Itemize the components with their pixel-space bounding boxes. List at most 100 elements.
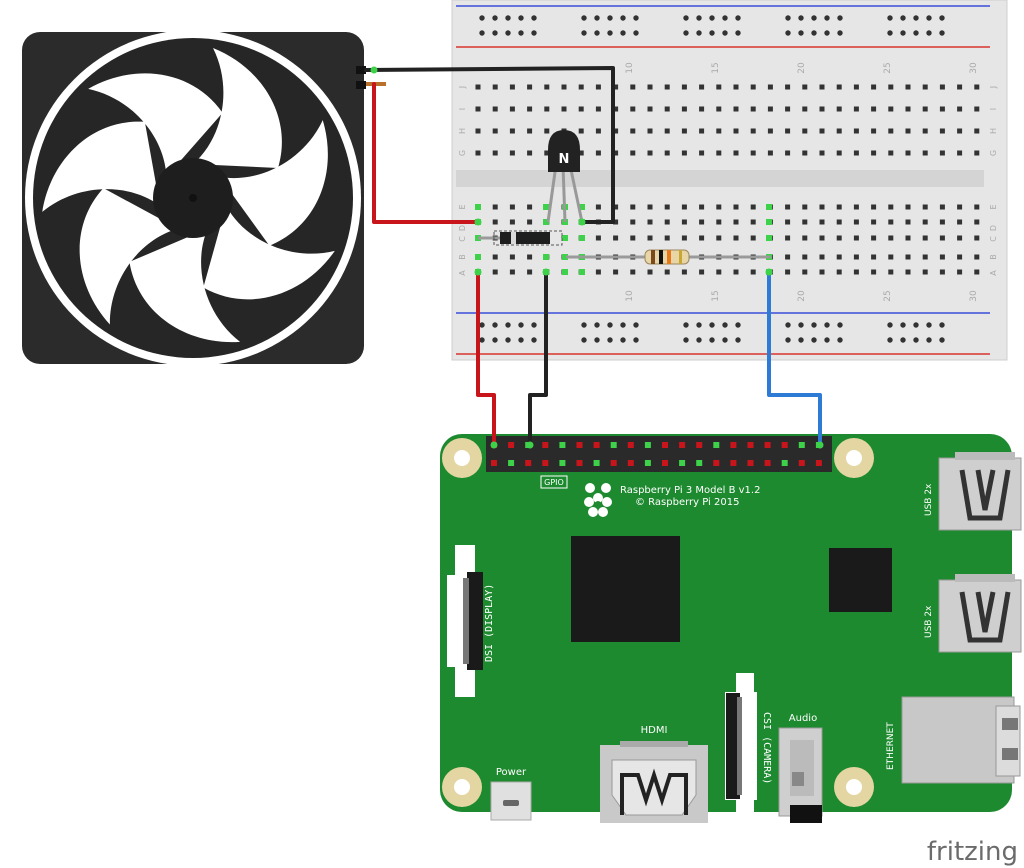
breadboard-hole [957,219,963,225]
rail-hole [531,322,537,328]
breadboard-hole [905,219,911,225]
center-channel [456,170,984,187]
rail-hole [887,15,893,21]
rail-hole [607,337,613,343]
rail-hole [798,337,804,343]
rail-hole [811,322,817,328]
ethernet-port [901,696,1021,784]
rail-hole [939,30,945,36]
rail-hole [900,322,906,328]
rail-hole [785,15,791,21]
breadboard-hole [957,150,963,156]
breadboard-hole [939,150,945,156]
csi-label: CSI (CAMERA) [761,712,772,784]
connected-hole [766,204,772,210]
diode [493,230,563,246]
npn-transistor: N [546,130,584,223]
col-number-top: 15 [711,62,721,73]
ethernet-label: ETHERNET [886,722,896,770]
breadboard-hole [733,150,739,156]
rail-hole [633,337,639,343]
rail-hole [594,322,600,328]
rail-hole [735,15,741,21]
connected-hole [766,219,772,225]
gpio-pin [593,460,600,466]
rail-hole [581,30,587,36]
breadboard-hole [664,106,670,112]
breadboard-hole [836,235,842,241]
row-letter: H [458,128,467,134]
col-number-top: 30 [969,62,979,74]
breadboard-hole [939,128,945,134]
gpio-pin [627,460,634,466]
breadboard-hole [595,235,601,241]
wire-endpoints [370,66,824,449]
gpio-pin [730,442,737,448]
rail-hole [531,337,537,343]
wire-fan-black [364,66,615,224]
rail-holes [479,15,945,343]
fan-blade [203,205,335,300]
breadboard-hole [750,150,756,156]
breadboard-hole [819,106,825,112]
row-letter-right: J [989,86,998,89]
row-letter-right: A [989,270,998,276]
breadboard-hole [630,269,636,275]
usb-port-2 [938,574,1022,653]
rail-hole [607,30,613,36]
breadboard-hole [819,269,825,275]
breadboard-hole [561,106,567,112]
breadboard-hole [819,150,825,156]
breadboard-hole [974,128,980,134]
breadboard-hole [957,204,963,210]
breadboard-hole [544,84,550,90]
breadboard-hole [750,204,756,210]
breadboard-hole [802,128,808,134]
rail-hole [492,337,498,343]
breadboard-hole [785,84,791,90]
breadboard-hole [750,235,756,241]
breadboard-hole [527,150,533,156]
breadboard-hole [527,84,533,90]
gpio-pin [781,442,788,448]
gpio-pin [662,442,668,448]
row-letter-right: D [989,225,998,231]
hdmi-label: HDMI [641,725,668,736]
fan-blade-shape [203,205,335,300]
rail-hole [900,337,906,343]
breadboard-hole [905,254,911,260]
breadboard-hole [492,269,498,275]
breadboard-hole [939,269,945,275]
breadboard-hole [802,219,808,225]
row-letter-right: G [989,150,998,156]
rail-hole [887,30,893,36]
breadboard-hole [819,128,825,134]
rail-hole [505,15,511,21]
breadboard-hole [871,219,877,225]
breadboard-hole [853,204,859,210]
breadboard-hole [509,219,515,225]
fan-blade [88,73,223,177]
connected-hole [475,204,481,210]
breadboard-hole [681,204,687,210]
rail-hole [824,337,830,343]
rail-hole [696,15,702,21]
gpio-label: GPIO [544,478,564,487]
breadboard-hole [681,106,687,112]
breadboard-hole [871,254,877,260]
gpio-pin [764,460,771,466]
breadboard-hole [750,128,756,134]
fan-blades [42,48,335,343]
breadboard-hole [613,204,619,210]
rail-hole [683,322,689,328]
rail-hole [837,337,843,343]
breadboard-hole [767,84,773,90]
breadboard-hole [681,219,687,225]
breadboard-hole [681,150,687,156]
breadboard-hole [544,106,550,112]
breadboard-hole [681,128,687,134]
breadboard-hole [871,269,877,275]
breadboard-hole [527,219,533,225]
rail-hole [633,15,639,21]
breadboard-hole [939,106,945,112]
